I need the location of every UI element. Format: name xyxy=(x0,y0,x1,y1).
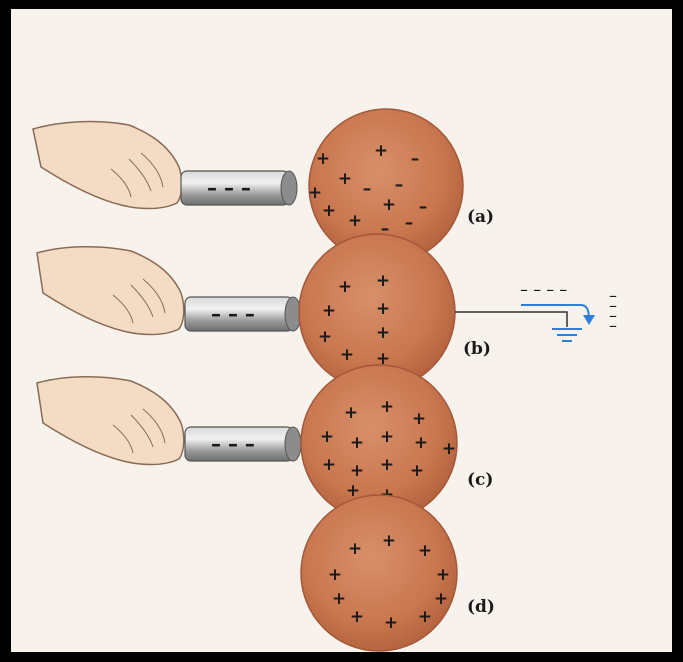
positive-charge: + xyxy=(412,409,426,429)
sphere-d xyxy=(301,495,457,651)
positive-charge: + xyxy=(348,211,362,231)
ground-wire-path xyxy=(455,312,567,327)
positive-charge: + xyxy=(322,301,336,321)
positive-charge: + xyxy=(350,433,364,453)
negative-charge: – xyxy=(411,149,420,169)
label-d: (d) xyxy=(467,597,495,617)
rod-b: – – – xyxy=(185,297,301,331)
positive-charge: + xyxy=(328,565,342,585)
positive-charge: + xyxy=(322,455,336,475)
positive-charge: + xyxy=(318,327,332,347)
positive-charge: + xyxy=(320,427,334,447)
label-b: (b) xyxy=(463,339,491,359)
panel-c: – – – ++++++++++++++ (c) xyxy=(37,365,493,521)
rod-charge-a: – – – xyxy=(207,176,251,200)
label-c: (c) xyxy=(467,470,493,490)
negative-charge: – xyxy=(405,213,414,233)
label-a: (a) xyxy=(467,207,494,227)
hand-b xyxy=(37,247,184,335)
positive-charge: + xyxy=(376,323,390,343)
panel-b: – – – ++++++++ – – – – –––– (b) xyxy=(37,234,617,390)
positive-charge: + xyxy=(322,201,336,221)
positive-charge: + xyxy=(380,455,394,475)
positive-charge: + xyxy=(338,277,352,297)
positive-charge: + xyxy=(338,169,352,189)
positive-charge: + xyxy=(382,531,396,551)
positive-charge: + xyxy=(380,397,394,417)
rod-tip xyxy=(285,427,301,461)
positive-charge: + xyxy=(384,613,398,633)
positive-charge: + xyxy=(374,141,388,161)
figure-frame: – – – ++–+––++––++– (a) – – – ++++++++ xyxy=(11,9,672,652)
positive-charge: + xyxy=(410,461,424,481)
positive-charge: + xyxy=(414,433,428,453)
negative-charge: – xyxy=(419,197,428,217)
positive-charge: + xyxy=(380,427,394,447)
hand-a xyxy=(33,122,182,209)
negative-charge: – xyxy=(395,175,404,195)
positive-charge: + xyxy=(436,565,450,585)
side-charges: –––– xyxy=(609,286,617,335)
positive-charge: + xyxy=(344,403,358,423)
positive-charge: + xyxy=(442,439,456,459)
positive-charge: + xyxy=(418,541,432,561)
rod-a: – – – xyxy=(181,171,297,205)
ground-icon xyxy=(552,329,582,341)
rod-tip xyxy=(281,171,297,205)
hand-c xyxy=(37,377,184,465)
positive-charge: + xyxy=(316,149,330,169)
panel-d: ++++++++++ (d) xyxy=(301,495,495,651)
negative-charge: – xyxy=(609,316,617,335)
negative-charge: – xyxy=(363,179,372,199)
panel-a: – – – ++–+––++––++– (a) xyxy=(33,109,494,263)
rod-charge-c: – – – xyxy=(211,432,255,456)
positive-charge: + xyxy=(350,461,364,481)
positive-charge: + xyxy=(434,589,448,609)
positive-charge: + xyxy=(376,299,390,319)
rod-charge-b: – – – xyxy=(211,302,255,326)
induction-diagram: – – – ++–+––++––++– (a) – – – ++++++++ xyxy=(11,9,672,652)
positive-charge: + xyxy=(376,271,390,291)
positive-charge: + xyxy=(340,345,354,365)
positive-charge: + xyxy=(382,195,396,215)
electron-flow: – – – – –––– xyxy=(520,280,617,335)
positive-charge: + xyxy=(350,607,364,627)
hand-icon xyxy=(37,247,184,335)
hand-icon xyxy=(37,377,184,465)
flow-charges: – – – – xyxy=(520,280,567,299)
ground-wire xyxy=(455,312,567,327)
rod-c: – – – xyxy=(185,427,301,461)
positive-charge: + xyxy=(418,607,432,627)
hand-icon xyxy=(33,122,182,209)
positive-charge: + xyxy=(332,589,346,609)
positive-charge: + xyxy=(308,183,322,203)
positive-charge: + xyxy=(348,539,362,559)
arrow-head xyxy=(583,315,595,325)
